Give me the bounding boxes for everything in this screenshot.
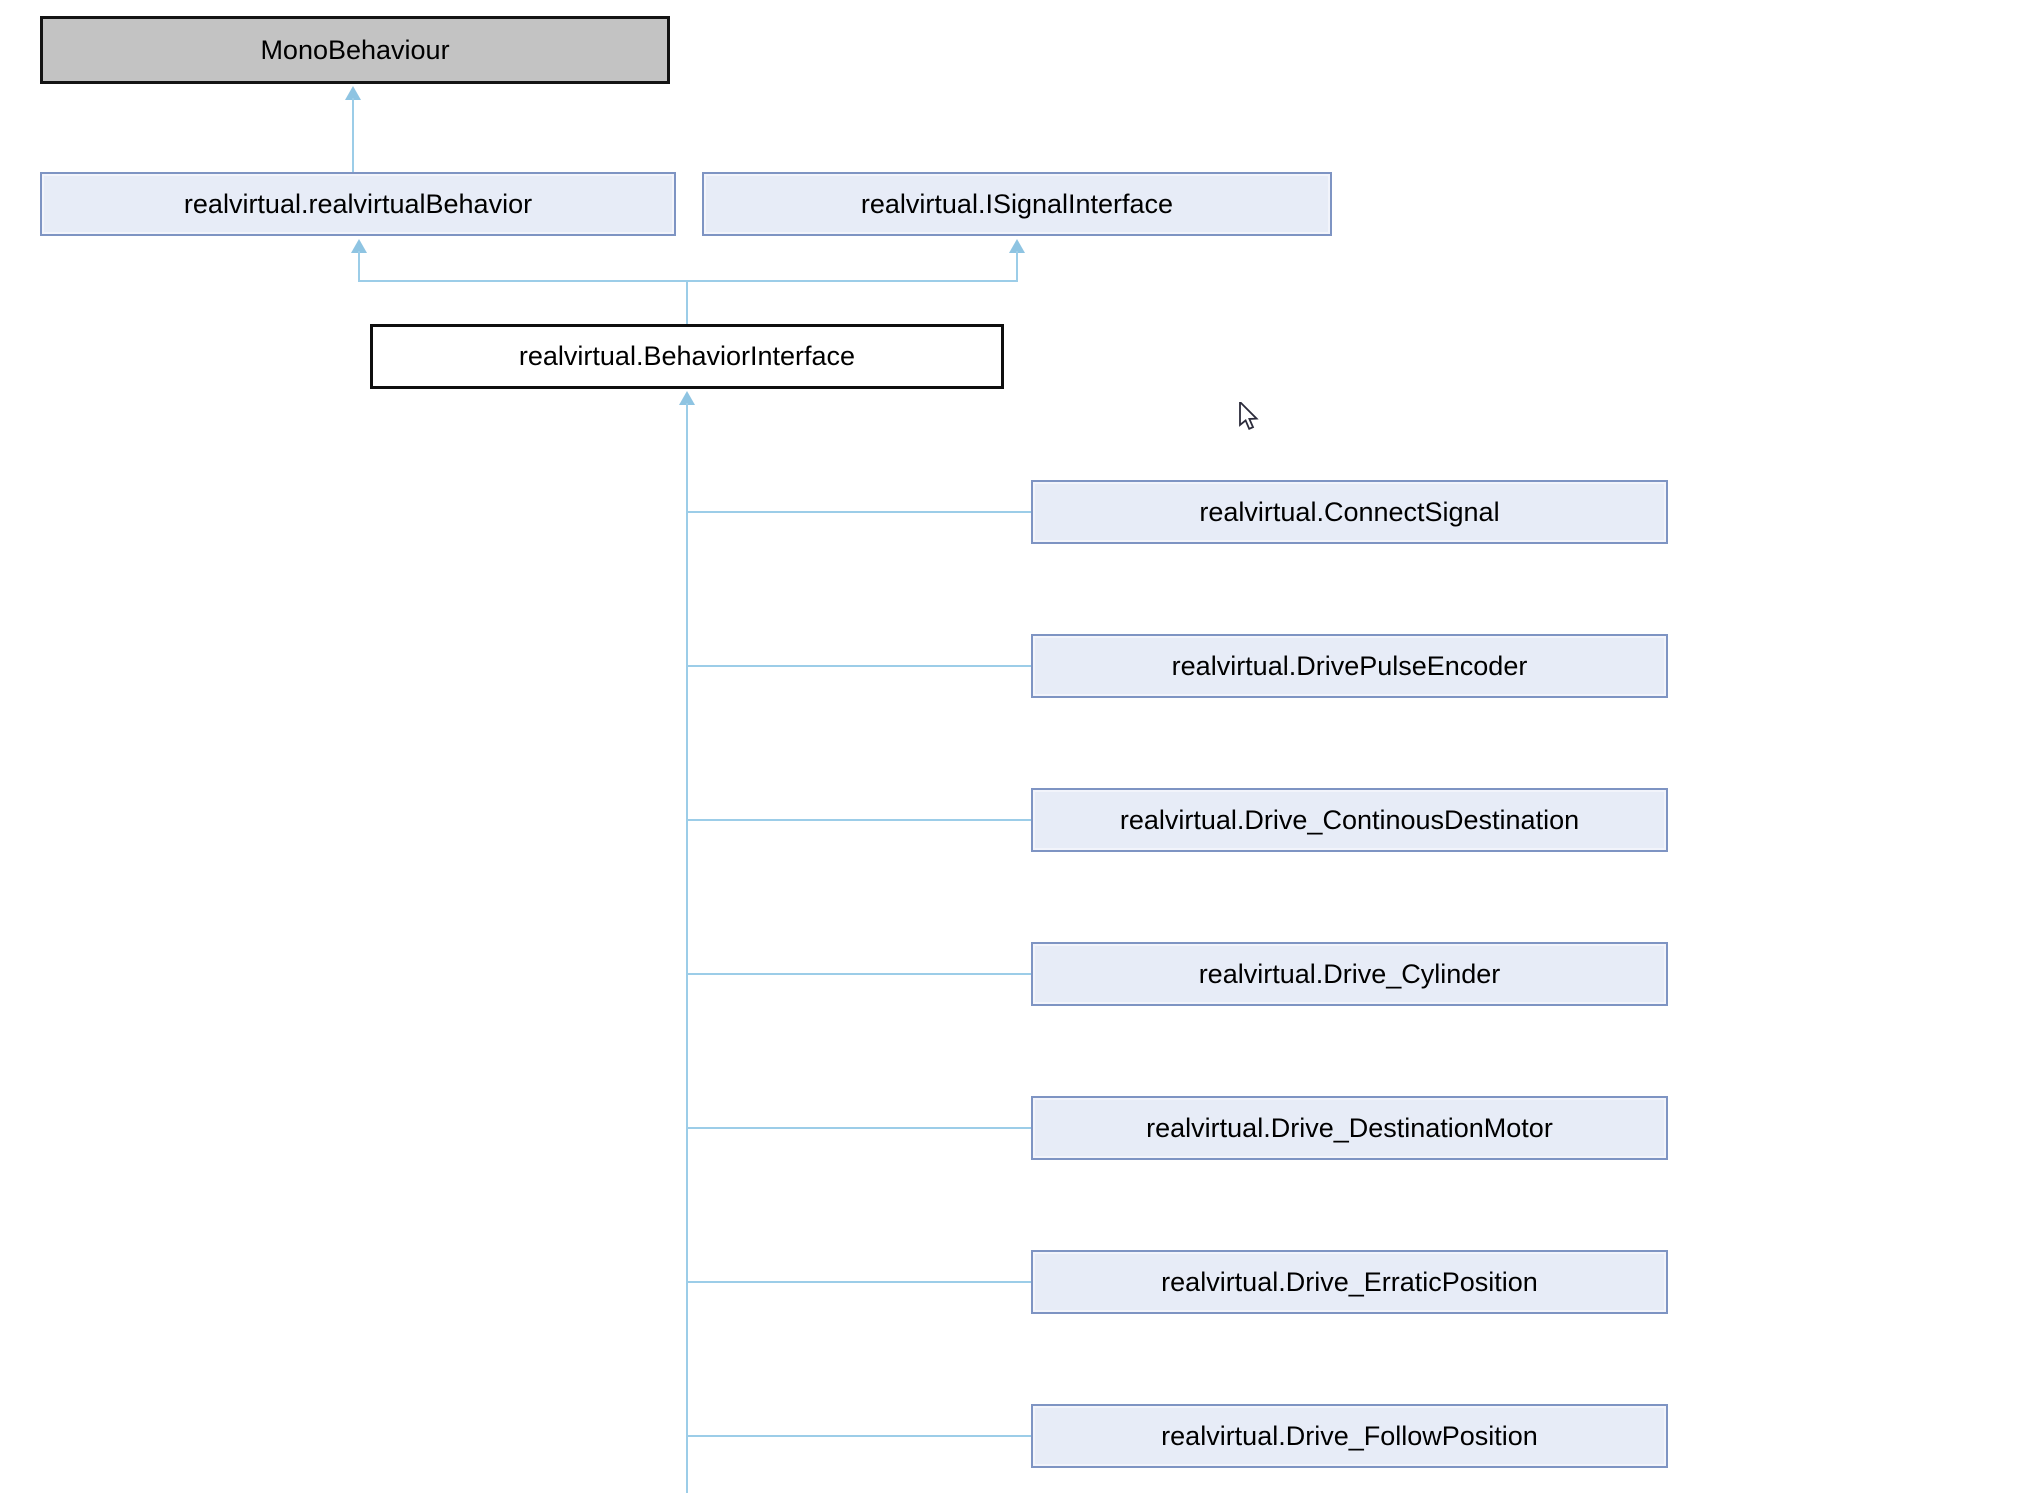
node-drive-erraticposition-label: realvirtual.Drive_ErraticPosition <box>1161 1266 1538 1297</box>
edge-branch-drive-followposition <box>687 1435 1031 1437</box>
edge-branch-drive-erraticposition <box>687 1281 1031 1283</box>
node-drivepulseencoder[interactable]: realvirtual.DrivePulseEncoder <box>1031 634 1668 698</box>
node-realvirtualbehavior-label: realvirtual.realvirtualBehavior <box>183 188 533 219</box>
edge-realvirtualbehavior-monobehaviour <box>352 98 354 172</box>
node-isignalinterface-label: realvirtual.ISignalInterface <box>860 188 1174 219</box>
edge-branch-drivepulseencoder <box>687 665 1031 667</box>
edge-stub-right <box>1016 251 1018 282</box>
node-behaviorinterface: realvirtual.BehaviorInterface <box>370 324 1004 389</box>
edge-drop-to-behaviorinterface <box>686 282 688 324</box>
node-drivepulseencoder-label: realvirtual.DrivePulseEncoder <box>1171 650 1528 681</box>
arrowhead-to-behaviorinterface <box>679 391 695 405</box>
node-isignalinterface[interactable]: realvirtual.ISignalInterface <box>702 172 1332 236</box>
edge-stub-left <box>358 251 360 282</box>
edge-branch-drive-destinationmotor <box>687 1127 1031 1129</box>
node-connectsignal[interactable]: realvirtual.ConnectSignal <box>1031 480 1668 544</box>
edge-horizontal-join <box>358 280 1018 282</box>
node-drive-erraticposition[interactable]: realvirtual.Drive_ErraticPosition <box>1031 1250 1668 1314</box>
node-drive-continousdestination[interactable]: realvirtual.Drive_ContinousDestination <box>1031 788 1668 852</box>
node-drive-destinationmotor[interactable]: realvirtual.Drive_DestinationMotor <box>1031 1096 1668 1160</box>
edge-trunk <box>686 403 688 1493</box>
edge-branch-drive-cylinder <box>687 973 1031 975</box>
node-monobehaviour-label: MonoBehaviour <box>260 34 450 65</box>
node-behaviorinterface-label: realvirtual.BehaviorInterface <box>518 341 856 371</box>
node-connectsignal-label: realvirtual.ConnectSignal <box>1199 496 1500 527</box>
node-drive-followposition-label: realvirtual.Drive_FollowPosition <box>1161 1420 1538 1451</box>
mouse-cursor-icon <box>1239 402 1259 430</box>
node-realvirtualbehavior[interactable]: realvirtual.realvirtualBehavior <box>40 172 676 236</box>
node-drive-cylinder-label: realvirtual.Drive_Cylinder <box>1198 958 1501 989</box>
node-drive-cylinder[interactable]: realvirtual.Drive_Cylinder <box>1031 942 1668 1006</box>
edge-branch-drive-continousdestination <box>687 819 1031 821</box>
node-monobehaviour: MonoBehaviour <box>40 16 670 84</box>
arrowhead-to-isignalinterface <box>1009 239 1025 253</box>
node-drive-continousdestination-label: realvirtual.Drive_ContinousDestination <box>1119 804 1580 835</box>
edge-branch-connectsignal <box>687 511 1031 513</box>
arrowhead-to-realvirtualbehavior <box>351 239 367 253</box>
node-drive-followposition[interactable]: realvirtual.Drive_FollowPosition <box>1031 1404 1668 1468</box>
node-drive-destinationmotor-label: realvirtual.Drive_DestinationMotor <box>1146 1112 1553 1143</box>
arrowhead-to-monobehaviour <box>345 86 361 100</box>
